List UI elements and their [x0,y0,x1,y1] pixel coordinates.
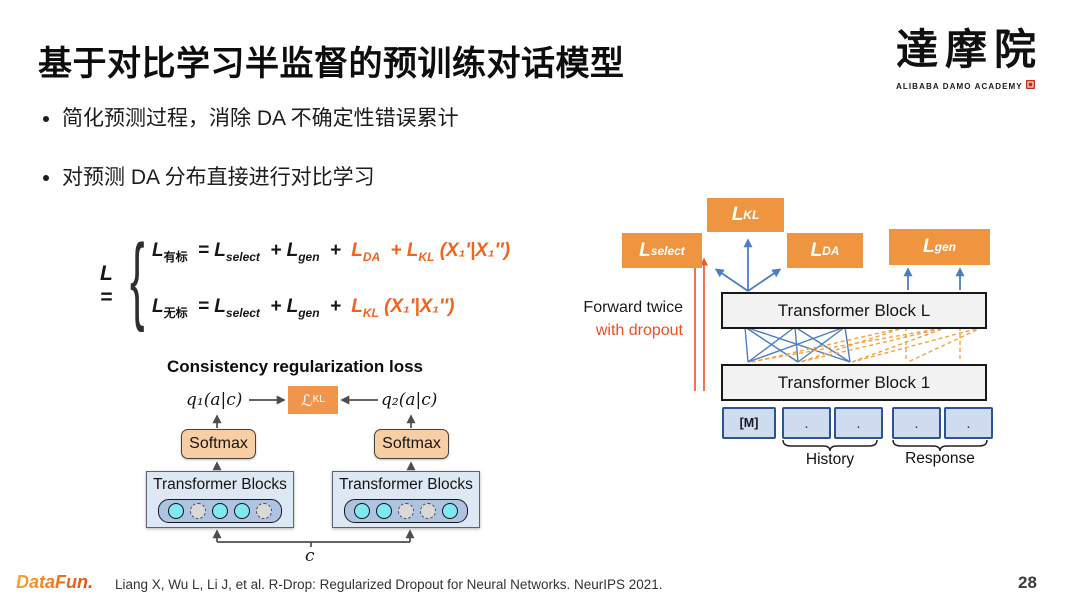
orange-dashed-lines [749,326,984,363]
dropped-neuron-icon [190,503,206,519]
forward-twice-arrows [691,257,708,391]
bullet-item: 对预测 DA 分布直接进行对比学习 [62,161,459,191]
blue-crossing-lines [744,326,851,363]
mask-token: [M] [722,407,776,439]
transformer-block-L: Transformer Block L [721,292,987,329]
transformer-blocks-left: Transformer Blocks [146,471,294,528]
page-number: 28 [1018,573,1037,592]
history-label: History [805,451,855,468]
citation: Liang X, Wu L, Li J, et al. R-Drop: Regu… [115,577,663,592]
active-neuron-icon [354,503,370,519]
consistency-title: Consistency regularization loss [167,357,424,376]
forward-twice-label: Forward twice [583,299,683,316]
datafun-logo: DataFun. [16,572,94,592]
active-neuron-icon [442,503,458,519]
neuron-row [344,499,468,523]
page-title: 基于对比学习半监督的预训练对话模型 [38,45,625,83]
bullet-list: 简化预测过程，消除 DA 不确定性错误累计 对预测 DA 分布直接进行对比学习 [40,102,459,220]
dropped-neuron-icon [420,503,436,519]
seal-icon [1025,80,1035,90]
transformer-blocks-right: Transformer Blocks [332,471,480,528]
active-neuron-icon [168,503,184,519]
damo-logo: 達摩院 ALIBABA DAMO ACADEMY [896,30,1046,94]
formula-brace: { [130,224,145,333]
with-dropout-label: with dropout [595,322,683,339]
response-token: . [892,407,941,439]
active-neuron-icon [212,503,228,519]
damo-logo-en-text: ALIBABA DAMO ACADEMY [896,82,1023,91]
dropped-neuron-icon [256,503,272,519]
q2-label: q₂(a|c) [381,390,438,410]
context-label: c [305,546,315,566]
history-token: . [834,407,883,439]
transformer-block-1: Transformer Block 1 [721,364,987,401]
damo-logo-cn-text: 達摩院 [896,28,1044,74]
formula-lhs: L = [100,262,113,309]
softmax-box-left: Softmax [181,429,256,459]
response-token: . [944,407,993,439]
formula-labeled-line: L有标 = Lselect + Lgen + LDA + LKL (X₁′|X₁… [152,240,511,264]
active-neuron-icon [376,503,392,519]
q1-label: q₁(a|c) [186,390,243,410]
response-label: Response [905,450,975,467]
neuron-row [158,499,282,523]
bullet-item: 简化预测过程，消除 DA 不确定性错误累计 [62,102,459,132]
dropped-neuron-icon [398,503,414,519]
softmax-box-right: Softmax [374,429,449,459]
history-token: . [782,407,831,439]
formula-unlabeled-line: L无标 = Lselect + Lgen + LKL (X₁′|X₁′′) [152,296,455,320]
active-neuron-icon [234,503,250,519]
